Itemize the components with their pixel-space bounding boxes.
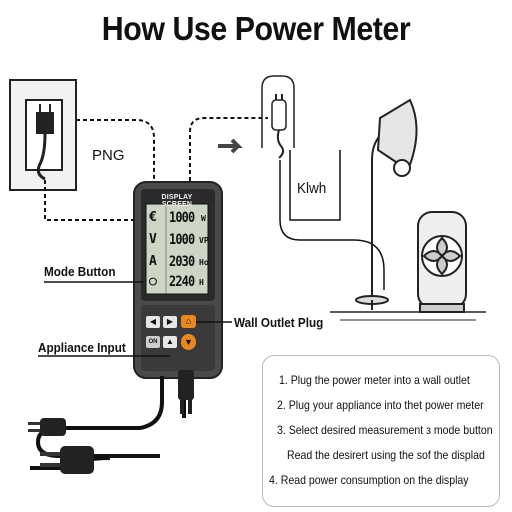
- up-arrow-icon: ▲: [166, 337, 174, 346]
- page-title: How Use Power Meter: [101, 10, 411, 47]
- reading-suffix: W: [201, 214, 206, 223]
- mode-button-label-callout: Mode Button: [44, 264, 116, 279]
- reading-unit: €: [149, 210, 157, 225]
- appliance-input-plug-icon: [40, 446, 94, 474]
- step-2: 2. Plug your appliance into thet power m…: [277, 398, 484, 412]
- png-label: PNG: [92, 147, 125, 164]
- step-3-continued: Read the desirert using the sof the disp…: [287, 448, 485, 462]
- home-icon: ⌂: [185, 316, 192, 326]
- reading-suffix: VP: [199, 236, 209, 245]
- left-arrow-icon: ◀: [149, 317, 157, 326]
- fan-icon: [417, 211, 467, 313]
- reading-suffix: H: [199, 278, 204, 287]
- reading-unit: V: [149, 232, 157, 247]
- reading-unit: ○: [149, 274, 157, 289]
- meter-button-home[interactable]: ⌂: [181, 315, 196, 328]
- kwh-label: Klwh: [297, 180, 327, 197]
- wall-socket-icon: [9, 79, 77, 191]
- wall-outlet-plug-label: Wall Outlet Plug: [234, 315, 324, 330]
- step-1: 1. Plug the power meter into a wall outl…: [279, 373, 470, 387]
- meter-button-down[interactable]: ▼: [181, 334, 196, 350]
- appliance-input-label: Appliance Input: [38, 340, 126, 355]
- step-4: 4. Read power consumption on the display: [269, 473, 469, 487]
- mode-button[interactable]: ON: [146, 336, 160, 348]
- reading-value: 2030: [169, 254, 195, 270]
- down-arrow-icon: ▼: [184, 337, 193, 347]
- meter-button-right[interactable]: ▶: [163, 316, 177, 328]
- display-screen-title: DISPLAY SCREEN: [161, 194, 193, 208]
- reading-value: 2240: [169, 274, 195, 290]
- appliance-plug-icon: [261, 75, 295, 159]
- meter-button-left[interactable]: ◀: [146, 316, 160, 328]
- wall-outlet-plug-icon: [178, 370, 194, 414]
- step-3: 3. Select desired measurement з mode but…: [277, 423, 493, 437]
- meter-button-up[interactable]: ▲: [163, 336, 177, 348]
- power-meter-body: [133, 181, 223, 379]
- reading-value: 1000: [169, 232, 195, 248]
- reading-unit: A: [149, 254, 157, 269]
- lamp-icon: [355, 98, 418, 310]
- reading-value: 1000: [169, 210, 195, 226]
- mode-button-label: ON: [148, 339, 158, 345]
- instructions-panel: 1. Plug the power meter into a wall outl…: [262, 355, 500, 507]
- right-arrow-icon: ▶: [166, 317, 174, 326]
- reading-suffix: Ho: [199, 258, 209, 267]
- arrow-right-icon: [218, 138, 243, 154]
- cable-end-plug-icon: [28, 418, 66, 436]
